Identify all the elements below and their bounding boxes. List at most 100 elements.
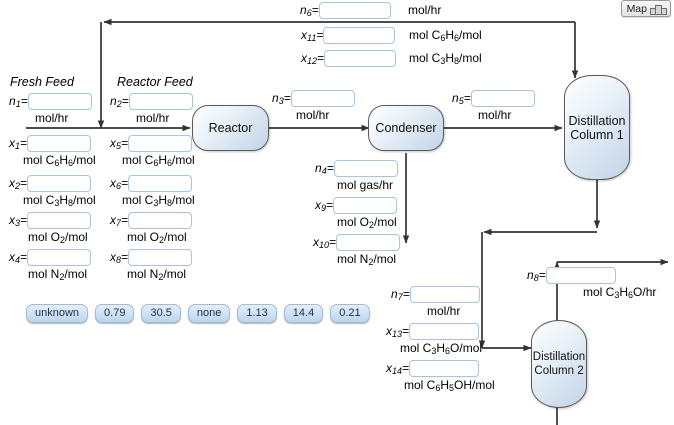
field-x3: x3= mol O2/mol [9,212,92,245]
token-14-4[interactable]: 14.4 [283,304,324,323]
field-x3-input[interactable] [27,212,92,230]
fresh-feed-label: Fresh Feed [10,75,74,89]
field-x13-label: x13= [386,324,410,340]
field-n4: n4= mol gas/hr [315,160,398,192]
field-x2-input[interactable] [27,175,92,193]
token-tray: unknown 0.79 30.5 none 1.13 14.4 0.21 [26,303,377,323]
field-n6-input[interactable] [318,2,391,20]
field-x9-input[interactable] [333,197,398,215]
map-button-label: Map [626,3,647,15]
token-none[interactable]: none [187,304,231,323]
field-n3-input[interactable] [290,90,355,108]
field-x10-unit: mol N2/mol [337,252,397,268]
field-n4-input[interactable] [333,160,398,178]
field-n7-unit: mol/hr [427,304,461,318]
field-x3-unit: mol O2/mol [28,230,88,246]
field-x7: x7= mol O2/mol [110,212,193,245]
field-x9-label: x9= [315,198,334,214]
field-x13-input[interactable] [409,323,480,341]
field-x8-input[interactable] [128,249,193,267]
field-n3-unit: mol/hr [296,108,330,122]
field-n7: n7= mol/hr [391,286,480,318]
field-n8-unit: mol C3H6O/hr [583,285,657,301]
field-x13-unit: mol C3H6O/mol [400,341,483,357]
field-x6-label: x6= [110,176,129,192]
map-bars-icon [650,4,667,15]
field-x14-label: x14= [386,361,410,377]
equipment-column2-label-line2: Column 2 [534,365,584,377]
field-n1: n1= mol/hr [9,93,92,125]
token-1-13[interactable]: 1.13 [237,304,277,323]
field-x5: x5= mol C6H6/mol [110,135,195,168]
equipment-reactor[interactable]: Reactor [192,105,269,151]
field-n3: n3= mol/hr [272,90,355,122]
field-n2-label: n2= [110,94,129,110]
field-x11: x11= mol C6H6/mol [301,27,482,45]
field-x5-unit: mol C6H6/mol [122,153,195,169]
token-unknown[interactable]: unknown [26,304,89,323]
reactor-feed-label: Reactor Feed [117,75,193,89]
field-x9: x9= mol O2/mol [315,197,398,230]
field-x10-input[interactable] [336,234,401,252]
field-x2-label: x2= [9,176,28,192]
field-n5: n5= mol/hr [452,90,535,122]
field-x2-unit: mol C3H8/mol [23,193,96,209]
field-x7-unit: mol O2/mol [127,230,187,246]
field-x4: x4= mol N2/mol [9,249,92,282]
field-x1-input[interactable] [27,135,92,153]
field-x12-label: x12= [301,51,325,67]
field-n8-label: n8= [527,268,546,284]
field-n2-input[interactable] [128,93,193,111]
field-n8-input[interactable] [545,267,616,285]
equipment-distillation-column-2[interactable]: Distillation Column 2 [531,320,587,408]
field-x6-input[interactable] [128,175,193,193]
map-button[interactable]: Map [620,0,671,17]
field-x5-label: x5= [110,136,129,152]
field-x13: x13= mol C3H6O/mol [386,323,482,356]
field-x12: x12= mol C3H8/mol [301,50,482,68]
field-n3-label: n3= [272,91,291,107]
field-x14-input[interactable] [409,360,480,378]
field-n5-label: n5= [452,91,471,107]
equipment-column1-label-line1: Distillation [568,113,626,128]
field-x1-label: x1= [9,136,28,152]
field-x1: x1= mol C6H6/mol [9,135,96,168]
field-x12-unit: mol C3H8/mol [409,51,482,67]
field-x4-input[interactable] [27,249,92,267]
field-x8-unit: mol N2/mol [127,267,187,283]
field-n1-unit: mol/hr [35,111,69,125]
field-x10: x10= mol N2/mol [313,234,401,267]
token-0-79[interactable]: 0.79 [95,304,135,323]
field-x5-input[interactable] [128,135,193,153]
token-0-21[interactable]: 0.21 [330,304,370,323]
field-n5-input[interactable] [470,90,535,108]
field-x1-unit: mol C6H6/mol [23,153,96,169]
field-x4-label: x4= [9,250,28,266]
field-x4-unit: mol N2/mol [28,267,88,283]
field-n1-input[interactable] [27,93,92,111]
equipment-reactor-label: Reactor [208,121,253,135]
equipment-distillation-column-1[interactable]: Distillation Column 1 [564,75,630,180]
field-x7-input[interactable] [128,212,193,230]
equipment-condenser-label: Condenser [375,121,437,135]
field-n6-label: n6= [300,3,319,19]
field-x11-input[interactable] [323,27,396,45]
field-n6: n6= mol/hr [300,2,441,20]
field-n7-input[interactable] [409,286,480,304]
field-x12-input[interactable] [324,50,397,68]
field-x8: x8= mol N2/mol [110,249,193,282]
equipment-column1-label-line2: Column 1 [570,127,624,142]
field-n7-label: n7= [391,287,410,303]
equipment-condenser[interactable]: Condenser [368,105,444,151]
field-n2: n2= mol/hr [110,93,193,125]
field-n1-label: n1= [9,94,28,110]
field-x2: x2= mol C3H8/mol [9,175,96,208]
field-x3-label: x3= [9,213,28,229]
field-x10-label: x10= [313,235,337,251]
field-n5-unit: mol/hr [478,108,512,122]
field-n4-unit: mol gas/hr [337,178,394,192]
field-n6-unit: mol/hr [408,3,442,17]
token-30-5[interactable]: 30.5 [141,304,181,323]
field-x6-unit: mol C3H8/mol [122,193,195,209]
